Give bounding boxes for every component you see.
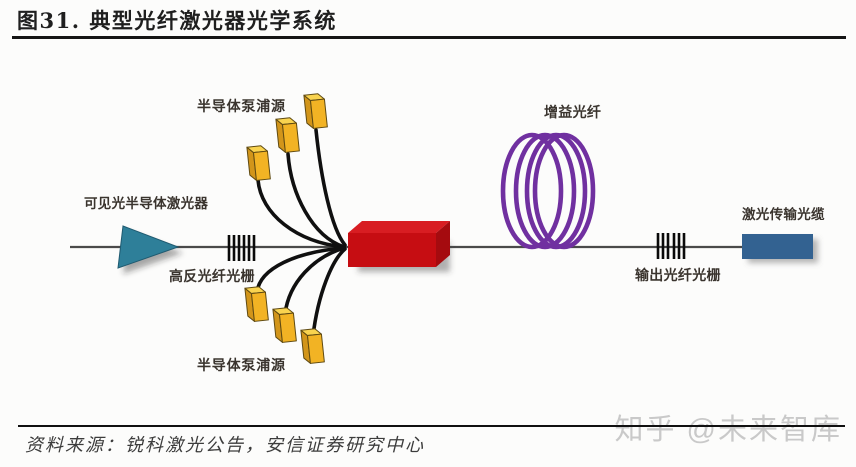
- label-gain-fiber: 增益光纤: [544, 104, 602, 120]
- delivery-cable-box: [742, 234, 818, 263]
- pump-source-box: [275, 116, 300, 154]
- label-hr-grating: 高反光纤光栅: [169, 268, 255, 284]
- pump-fibers: [255, 128, 347, 338]
- pump-source-box: [246, 144, 271, 182]
- zhihu-watermark: 知乎 @未来智库: [614, 414, 842, 446]
- label-pump-source-top: 半导体泵浦源: [197, 98, 286, 114]
- footer-rule: [18, 425, 845, 428]
- gain-fiber-coil-icon: [500, 132, 596, 250]
- pump-source-box: [272, 306, 297, 344]
- label-pump-source-bottom: 半导体泵浦源: [197, 357, 286, 373]
- pump-source-box: [303, 92, 328, 130]
- label-visible-laser: 可见光半导体激光器: [84, 196, 209, 211]
- source-attribution: 资料来源：锐科激光公告，安信证券研究中心: [25, 435, 425, 456]
- figure-title: 图31. 典型光纤激光器光学系统: [17, 8, 337, 33]
- pump-source-box: [300, 327, 325, 365]
- title-underline: [12, 36, 846, 39]
- label-delivery-cable: 激光传输光缆: [742, 207, 825, 222]
- pump-source-box: [244, 285, 269, 323]
- label-output-grating: 输出光纤光栅: [635, 267, 721, 283]
- hr-fiber-grating-icon: [227, 235, 256, 261]
- pump-combiner-box: [348, 221, 450, 272]
- laser-diode-triangle-icon: [117, 225, 180, 269]
- output-fiber-grating-icon: [656, 233, 686, 259]
